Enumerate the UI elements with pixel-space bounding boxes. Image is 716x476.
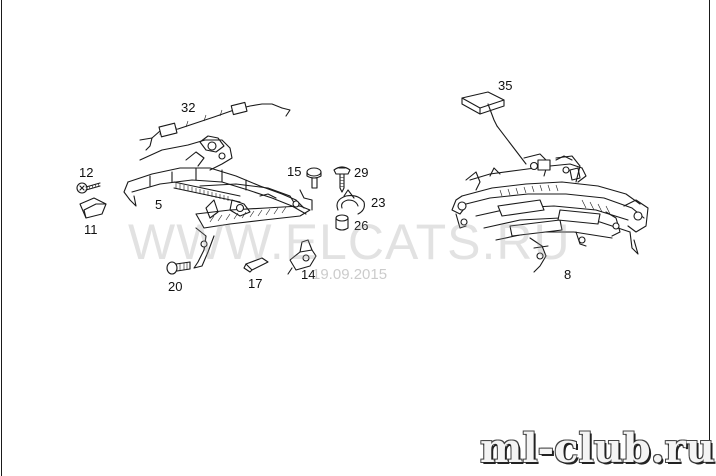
callout-12: 12 [79,165,94,180]
callout-32: 32 [181,100,196,115]
callout-17: 17 [248,276,263,291]
callout-35: 35 [498,78,513,93]
callout-15: 15 [287,164,302,179]
frame-right-border [709,0,710,461]
part-29-screw [333,166,351,193]
callout-14: 14 [301,267,316,282]
watermark-text: WWW.ELCATS.RU [128,214,571,270]
part-15-bolt [306,167,322,189]
frame-left-border [1,0,2,476]
part-17-cover [243,257,269,273]
part-14-latch [287,239,317,275]
callout-8: 8 [564,267,572,282]
callout-11: 11 [84,222,98,237]
brand-logo: ml-club.ru [480,425,715,472]
callout-26: 26 [354,218,369,233]
callout-5: 5 [155,197,163,212]
part-26-bushing [335,214,349,231]
callout-23: 23 [371,195,386,210]
callout-29: 29 [354,165,369,180]
part-23-clip [336,189,365,215]
callout-20: 20 [168,279,183,294]
part-12-screw [76,182,101,194]
part-8-seat-frame-assembly [451,153,649,273]
part-11-cap [79,197,107,219]
part-35-bracket [461,91,527,165]
part-32-cable [139,101,291,151]
part-20-bolt [166,261,191,275]
part-5-seat-frame [123,135,313,269]
watermark-date: 19.09.2015 [312,266,388,283]
